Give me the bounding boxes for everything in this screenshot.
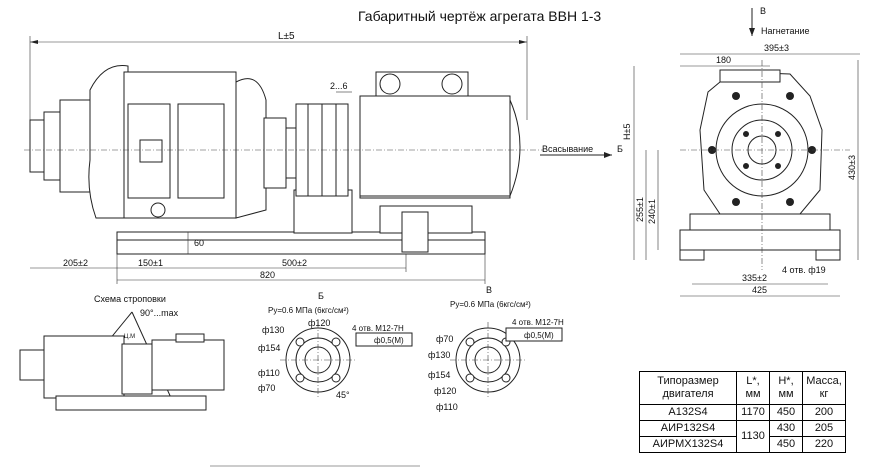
pressure-b: Pу=0.6 МПа (6кгс/см²)	[268, 306, 349, 315]
spec-header-H: H*, мм	[769, 371, 803, 405]
dim-500: 500±2	[282, 258, 307, 268]
v-d154: ф154	[428, 370, 450, 380]
dim-H: H±5	[622, 124, 632, 140]
pressure-v: Pу=0.6 МПа (6кгс/см²)	[450, 300, 531, 309]
spec-motor: А132S4	[639, 404, 737, 421]
front-view: L±5	[24, 31, 623, 284]
spec-L: 1170	[736, 404, 770, 421]
spec-motor: АИРМХ132S4	[639, 436, 737, 453]
dim-gap: 2...6	[330, 81, 348, 91]
view-v-title: В	[486, 285, 492, 295]
dim-335: 335±2	[742, 273, 767, 283]
holes-b: 4 отв. М12-7Н	[352, 324, 404, 333]
view-b-title: Б	[318, 291, 324, 301]
v-d70: ф70	[436, 334, 453, 344]
dim-820: 820	[260, 270, 275, 280]
cm-mark: Ц.М	[124, 334, 135, 340]
tol-b: ф0,5(М)	[374, 336, 404, 345]
b-d154: ф154	[258, 343, 280, 353]
spec-L: 1130	[736, 420, 770, 453]
dim-150: 150±1	[138, 258, 163, 268]
suction-label: Всасывание	[542, 144, 593, 154]
dim-L: L±5	[278, 31, 295, 42]
tol-v: ф0,5(М)	[524, 331, 554, 340]
spec-table: Типоразмер двигателя L*, мм H*, мм Масса…	[639, 371, 846, 453]
sling-angle: 90°...max	[140, 308, 179, 318]
v-d130: ф130	[428, 350, 450, 360]
dim-205: 205±2	[63, 258, 88, 268]
spec-mass: 200	[802, 404, 846, 421]
table-row: АИРМХ132S4 450 220	[639, 436, 846, 453]
spec-motor: АИР132S4	[639, 420, 737, 437]
spec-header-mass: Масса, кг	[802, 371, 846, 405]
spec-header-L: L*, мм	[736, 371, 770, 405]
dim-240: 240±1	[647, 199, 657, 224]
drawing-title: Габаритный чертёж агрегата ВВН 1-3	[358, 8, 602, 24]
v-d110: ф110	[436, 402, 458, 412]
sling-title: Схема строповки	[94, 294, 166, 304]
spec-header-row: Типоразмер двигателя L*, мм H*, мм Масса…	[639, 371, 846, 405]
spec-mass: 205	[802, 420, 846, 437]
table-row: А132S4 1170 450 200	[639, 404, 846, 421]
discharge-label: Нагнетание	[761, 26, 810, 36]
view-v-marker: В	[760, 6, 766, 16]
dim-255: 255±1	[635, 197, 645, 222]
dim-430: 430±3	[847, 155, 857, 180]
sling-scheme: Схема строповки 90°...max Ц.М	[19, 294, 225, 411]
holes-19: 4 отв. ф19	[782, 265, 826, 275]
spec-mass: 220	[802, 436, 846, 453]
dim-60: 60	[194, 238, 204, 248]
b-d130: ф130	[262, 325, 284, 335]
flange-view-b: Б Pу=0.6 МПа (6кгс/см²) ф130 ф120 ф154 ф…	[258, 291, 413, 400]
arrow-b-label: Б	[617, 144, 623, 154]
b-d70: ф70	[258, 383, 275, 393]
spec-H: 450	[769, 404, 803, 421]
b-45: 45°	[336, 390, 350, 400]
side-view: В Нагнетание 395±3 180 H±5 255±1	[622, 6, 860, 297]
b-d120: ф120	[308, 318, 330, 328]
dim-425: 425	[752, 285, 767, 295]
spec-header-motor: Типоразмер двигателя	[639, 371, 737, 405]
spec-H: 450	[769, 436, 803, 453]
v-d120: ф120	[434, 386, 456, 396]
spec-H: 430	[769, 420, 803, 437]
holes-v: 4 отв. М12-7Н	[512, 318, 564, 327]
dim-180: 180	[716, 55, 731, 65]
flange-view-v: В Pу=0.6 МПа (6кгс/см²) ф70 ф130 ф154 ф1…	[428, 285, 564, 412]
b-d110: ф110	[258, 368, 280, 378]
dim-395: 395±3	[764, 43, 789, 53]
table-row: АИР132S4 1130 430 205	[639, 420, 846, 453]
